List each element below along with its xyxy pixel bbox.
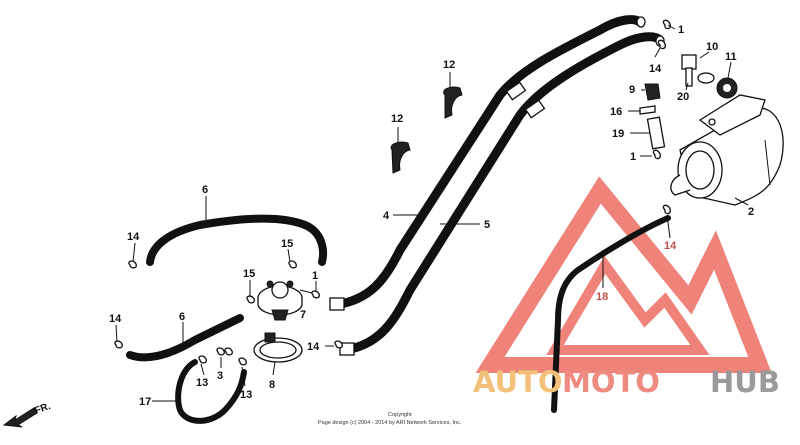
clamp-12b [390, 141, 411, 174]
label-5: 5 [484, 219, 490, 231]
label-6-top: 6 [202, 184, 208, 196]
hose-4 [330, 15, 645, 310]
label-12-b: 12 [391, 113, 403, 125]
label-2: 2 [748, 206, 754, 218]
valve-7 [257, 280, 321, 321]
label-10: 10 [706, 41, 718, 53]
label-16: 16 [610, 106, 622, 118]
label-14-red: 14 [664, 240, 677, 252]
front-label: FR. [33, 401, 52, 417]
label-4: 4 [383, 210, 390, 222]
label-6-low: 6 [179, 311, 185, 323]
watermark-logo [475, 176, 772, 373]
watermark-moto: MOTO [562, 365, 660, 399]
label-20: 20 [677, 91, 689, 103]
label-14-mid: 14 [307, 341, 320, 353]
watermark-auto: AUTO [473, 365, 563, 399]
bolt-10 [681, 54, 697, 87]
label-8: 8 [269, 379, 275, 391]
clamp-12a [443, 86, 463, 119]
label-14-low: 14 [109, 313, 122, 325]
copyright-line-1: Copyright [388, 412, 412, 418]
label-14-left: 14 [127, 231, 140, 243]
label-15-b: 15 [243, 268, 255, 280]
label-18-red: 18 [596, 291, 608, 303]
copyright-line-2: Page design (c) 2004 - 2014 by ARI Netwo… [318, 420, 462, 426]
label-14-top: 14 [649, 63, 662, 75]
hose-6-upper [146, 214, 327, 266]
band-8 [253, 332, 303, 363]
label-11: 11 [725, 51, 737, 63]
washer-20 [697, 72, 715, 84]
clip-16 [639, 105, 656, 115]
label-1-mid: 1 [630, 151, 636, 163]
label-12-a: 12 [443, 59, 455, 71]
hose-17 [175, 359, 247, 424]
watermark-hub: HUB [710, 365, 780, 399]
front-direction-arrow: FR. [2, 401, 52, 428]
leader-lines [115, 24, 749, 402]
label-9: 9 [629, 84, 635, 96]
label-17: 17 [139, 396, 151, 408]
label-7: 7 [300, 309, 306, 321]
label-15-a: 15 [281, 238, 293, 250]
hose-6-lower [126, 314, 244, 362]
fitting-9 [644, 83, 661, 101]
label-13-b: 13 [240, 389, 252, 401]
label-19: 19 [612, 128, 624, 140]
watermark-text: AUTO MOTO HUB [473, 365, 780, 399]
hose-5 [340, 32, 665, 355]
nut-11 [716, 77, 738, 99]
tube-19 [646, 116, 666, 150]
label-3: 3 [217, 370, 223, 382]
hose-18 [551, 215, 671, 413]
label-13-a: 13 [196, 377, 208, 389]
canister [670, 94, 784, 206]
label-1-valve: 1 [312, 270, 318, 282]
label-1-top: 1 [678, 24, 684, 36]
